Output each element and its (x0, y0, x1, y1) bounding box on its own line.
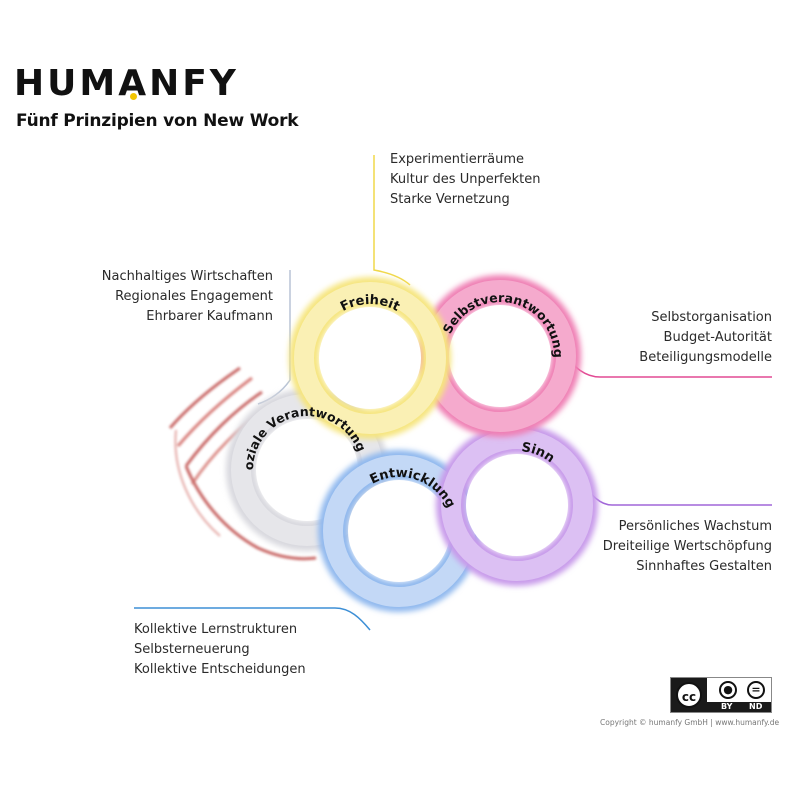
list-item: Beteiligungsmodelle (639, 350, 772, 365)
logo-text-right: NFY (149, 63, 239, 104)
logo-dot-icon (130, 93, 138, 100)
list-item: Selbsterneuerung (134, 642, 250, 657)
connector-entwicklung (134, 607, 371, 631)
connector-freiheit (373, 155, 411, 286)
cc-license-badge[interactable]: cc ● = BY ND (670, 677, 772, 713)
items-sinn: Persönliches Wachstum Dreiteilige Wertsc… (603, 517, 772, 577)
license-by: BY (721, 702, 733, 711)
list-item: Budget-Autorität (663, 330, 772, 345)
page-subtitle: Fünf Prinzipien von New Work (16, 111, 299, 131)
list-item: Starke Vernetzung (390, 192, 510, 207)
connector-soziale (257, 270, 291, 405)
items-selbstverantwortung: Selbstorganisation Budget-Autorität Bete… (639, 308, 772, 368)
list-item: Dreiteilige Wertschöpfung (602, 539, 772, 554)
list-item: Kultur des Unperfekten (390, 172, 541, 187)
items-soziale: Nachhaltiges Wirtschaften Regionales Eng… (102, 267, 273, 327)
copyright-text: Copyright © humanfy GmbH | www.humanfy.d… (600, 718, 780, 727)
items-entwicklung: Kollektive Lernstrukturen Selbsterneueru… (134, 620, 306, 680)
connector-sinn (579, 479, 772, 506)
items-freiheit: Experimentierräume Kultur des Unperfekte… (390, 150, 540, 210)
logo-text-left: HUM (14, 63, 119, 104)
list-item: Sinnhaftes Gestalten (636, 559, 772, 574)
list-item: Kollektive Entscheidungen (134, 662, 306, 677)
list-item: Kollektive Lernstrukturen (134, 622, 298, 637)
logo-letter-a: A (118, 63, 150, 104)
list-item: Nachhaltiges Wirtschaften (101, 269, 273, 284)
cc-icon: cc (676, 682, 702, 708)
list-item: Ehrbarer Kaufmann (146, 309, 273, 324)
ring-freiheit (289, 277, 451, 439)
attribution-icon: ● (719, 681, 737, 699)
list-item: Persönliches Wachstum (618, 519, 772, 534)
ring-sinn (436, 424, 598, 586)
license-icon-strip: ● = (707, 678, 771, 702)
list-item: Selbstorganisation (651, 310, 772, 325)
list-item: Regionales Engagement (115, 289, 273, 304)
license-nd: ND (749, 702, 763, 711)
list-item: Experimentierräume (390, 152, 525, 167)
no-derivatives-icon: = (747, 681, 765, 699)
ring-entwicklung (318, 450, 480, 612)
